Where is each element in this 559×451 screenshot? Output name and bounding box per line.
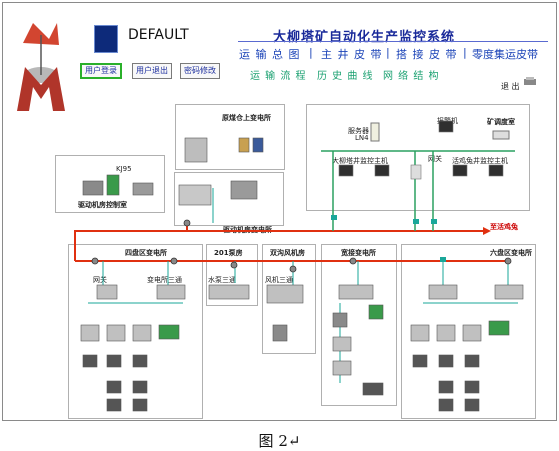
plc-racks xyxy=(80,137,524,412)
exit-label: 退 出 xyxy=(501,82,520,91)
change-password-button[interactable]: 密码修改 xyxy=(180,63,220,79)
radio-hub-icons xyxy=(91,219,512,273)
menu-separator: | xyxy=(463,46,467,59)
screen-frame: DEFAULT 大柳塔矿自动化生产监控系统 运 输 总 图 | 主 井 皮 带 … xyxy=(2,2,557,421)
label-kj95: KJ95 xyxy=(116,165,132,173)
user-avatar-icon xyxy=(94,25,118,53)
menu-zero-belt[interactable]: 零度集运皮带 xyxy=(472,48,538,61)
menu-transport-flow[interactable]: 运 输 流 程 xyxy=(250,71,307,82)
network-switches xyxy=(331,215,446,262)
menu-transport-overview[interactable]: 运 输 总 图 xyxy=(239,48,301,61)
server-tower-icon xyxy=(370,122,380,142)
title-divider xyxy=(238,41,548,42)
label-gateway-2: 网关 xyxy=(93,276,107,284)
label-to-huolang: 至活鸡兔 xyxy=(490,223,518,231)
label-control-room: 驱动机房控制室 xyxy=(78,201,127,209)
label-ln4: LN4 xyxy=(355,134,369,142)
substation-box xyxy=(175,104,285,170)
label-liupanqu: 六盘区变电所 xyxy=(490,249,532,257)
fiber-ring xyxy=(74,225,507,262)
menu-network-structure[interactable]: 网 络 结 构 xyxy=(383,71,440,82)
printer-icon xyxy=(492,130,510,140)
drive-room-box xyxy=(174,172,284,226)
logout-button[interactable]: 用户退出 xyxy=(132,63,172,79)
mine-logo-icon xyxy=(17,23,65,111)
figure-caption: 图 2↵ xyxy=(258,432,301,450)
exit-icon[interactable] xyxy=(523,77,537,87)
user-name: DEFAULT xyxy=(128,27,189,43)
network-diagram xyxy=(74,120,524,412)
label-dispatch: 矿调度室 xyxy=(487,118,515,126)
label-main-host: 大柳塔井监控主机 xyxy=(332,157,388,165)
dispatch-room-box xyxy=(306,104,530,211)
label-server: 服务器 xyxy=(348,127,369,135)
label-sipanqu: 四盘区变电所 xyxy=(125,249,167,257)
label-pump-3: 水泵三通 xyxy=(208,276,236,284)
menu-splice-belt[interactable]: 搭 接 皮 带 xyxy=(396,48,458,61)
monitors xyxy=(338,120,504,180)
label-fan-room: 双沟风机房 xyxy=(270,249,305,257)
menu-main-shaft-belt[interactable]: 主 井 皮 带 xyxy=(321,48,383,61)
label-hq-substation: 原煤仓上变电所 xyxy=(222,114,271,122)
menu-separator: | xyxy=(309,46,313,59)
login-button[interactable]: 用户登录 xyxy=(80,63,122,79)
label-fan-3: 风机三通 xyxy=(265,276,293,284)
label-huolang-host: 活鸡兔井监控主机 xyxy=(452,157,508,165)
label-pump-201: 201泵房 xyxy=(214,249,243,257)
label-gateway: 网关 xyxy=(428,155,442,163)
label-substation-3: 变电所三通 xyxy=(147,276,182,284)
label-baixi: 宽接变电所 xyxy=(341,249,376,257)
menu-separator: | xyxy=(386,46,390,59)
ring-arrow xyxy=(483,227,491,235)
menu-history-curve[interactable]: 历 史 曲 线 xyxy=(317,71,374,82)
